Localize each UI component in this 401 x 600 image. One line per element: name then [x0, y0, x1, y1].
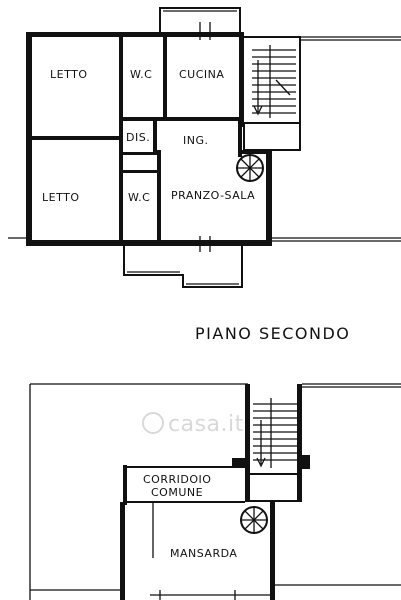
attic-outline — [29, 383, 401, 600]
room-label-comune: COMUNE — [151, 486, 203, 499]
second-floor-stairwell — [243, 36, 301, 151]
room-label-wc-top: W.C — [130, 68, 152, 81]
watermark: casa.it — [142, 412, 244, 437]
room-label-cucina: CUCINA — [179, 68, 224, 81]
bottom-balcony — [123, 236, 243, 288]
attic-plan: CORRIDOIO COMUNE MANSARDA — [29, 383, 401, 600]
room-label-ing: ING. — [183, 134, 209, 147]
room-label-letto-bottom: LETTO — [42, 191, 79, 204]
second-floor-context-lines — [8, 36, 401, 242]
plan-title-piano-secondo: PIANO SECONDO — [195, 324, 350, 343]
second-floor-plan: LETTO W.C CUCINA DIS. ING. LETTO W.C PRA… — [8, 7, 401, 288]
corridoio-comune-walls — [123, 458, 245, 505]
room-label-corridoio: CORRIDOIO — [143, 473, 211, 486]
second-floor-interior-walls — [26, 32, 272, 246]
room-label-pranzo-sala: PRANZO-SALA — [171, 189, 255, 202]
spiral-stair-second-floor — [236, 154, 264, 182]
watermark-logo-icon — [142, 412, 164, 434]
room-label-mansarda: MANSARDA — [170, 547, 237, 560]
room-label-dis: DIS. — [126, 131, 150, 144]
room-label-letto-top: LETTO — [50, 68, 87, 81]
top-balcony — [159, 7, 241, 40]
room-label-wc-bottom: W.C — [128, 191, 150, 204]
watermark-text: casa.it — [168, 412, 244, 437]
attic-stairwell — [245, 384, 310, 502]
mansarda-walls — [120, 502, 275, 600]
spiral-stair-attic — [240, 506, 268, 534]
